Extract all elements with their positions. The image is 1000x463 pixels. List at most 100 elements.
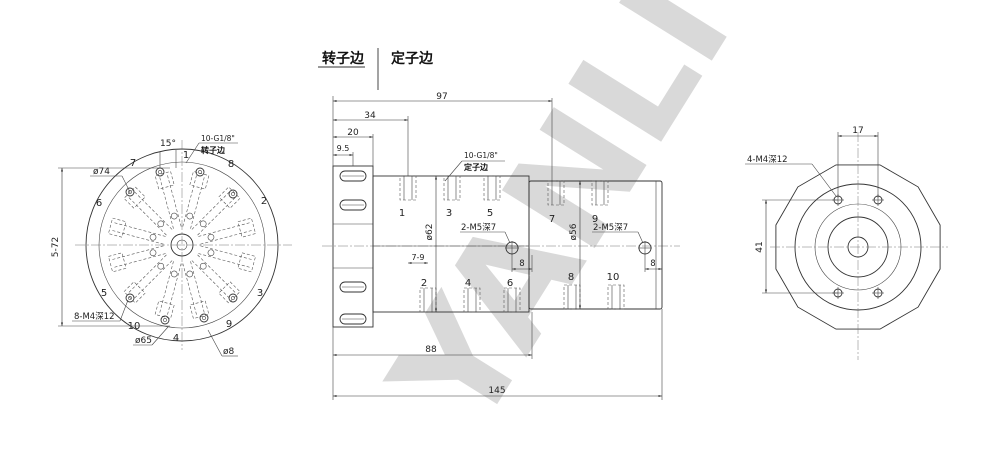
port-channel-edge xyxy=(200,229,253,245)
dim-88: 88 xyxy=(425,345,437,355)
bolt-hole-core xyxy=(231,296,235,300)
port-number-label: 9 xyxy=(226,319,232,330)
port-number-label: 5 xyxy=(101,288,107,299)
port-inner-hole xyxy=(157,262,165,270)
port-fitting-outline xyxy=(237,252,256,273)
port-number-label: 10 xyxy=(607,272,620,283)
port-inner-hole xyxy=(149,233,157,241)
port-number-label: 8 xyxy=(228,159,234,170)
mid-port-note: 10-G1/8" xyxy=(464,151,498,160)
bolt-hole-core xyxy=(158,170,162,174)
stator-side-label: 定子边 xyxy=(391,50,434,67)
port-number-label: 5 xyxy=(487,208,493,219)
port-channel-edge xyxy=(198,253,251,268)
port-inner-hole xyxy=(199,220,207,228)
port-fitting-outline xyxy=(108,252,127,273)
port-number-label: 2 xyxy=(421,278,427,289)
port-note-side: 转子边 xyxy=(201,145,226,155)
dim-145: 145 xyxy=(488,386,505,396)
port-number-label: 6 xyxy=(507,278,513,289)
port-fitting xyxy=(607,284,625,310)
port-channel-edge xyxy=(166,263,182,316)
port-channel-edge xyxy=(197,196,236,236)
port-channel-edge xyxy=(190,261,205,314)
height-dim-label: 5-72 xyxy=(51,237,61,257)
port-fitting-outline xyxy=(108,217,127,238)
m5a-leader xyxy=(504,231,511,244)
port-inner-hole xyxy=(186,270,194,278)
port-inner-hole xyxy=(170,212,178,220)
port-channel-edge xyxy=(200,245,253,261)
screw-label: 8-M4深12 xyxy=(74,312,115,322)
mid-port-note-side: 定子边 xyxy=(463,162,489,172)
dim-8b: 8 xyxy=(650,259,655,269)
dim-97: 97 xyxy=(436,92,447,102)
bolt-hole xyxy=(195,167,205,177)
port-fitting-outline xyxy=(189,171,210,190)
dim-20: 20 xyxy=(347,128,359,138)
dia65-label: ø65 xyxy=(135,336,152,346)
bolt-hole xyxy=(228,293,238,303)
flange-slot xyxy=(339,281,367,293)
radial-port xyxy=(198,217,256,245)
port-inner-hole xyxy=(149,249,157,257)
dim-34: 34 xyxy=(364,111,376,121)
dia62-label: ø62 xyxy=(425,224,435,241)
dia74-leader xyxy=(121,175,131,193)
flange-slot xyxy=(339,313,367,325)
bolt-hole-core xyxy=(128,296,132,300)
m5b-label: 2-M5深7 xyxy=(593,223,628,233)
dia8-label: ø8 xyxy=(223,347,235,357)
port-inner-hole xyxy=(170,270,178,278)
port-number-label: 6 xyxy=(96,198,102,209)
screw-leader xyxy=(119,299,129,322)
bolt-hole-core xyxy=(231,192,235,196)
bolt-hole-core xyxy=(128,190,132,194)
dim-17: 17 xyxy=(852,126,863,136)
port-channel-edge xyxy=(113,222,166,237)
bolt-hole-core xyxy=(202,316,206,320)
radial-port xyxy=(108,245,166,273)
dim-9-5: 9.5 xyxy=(337,144,350,153)
flange-slots xyxy=(339,170,367,325)
port-channel-edge xyxy=(159,261,174,314)
port-note: 10-G1/8" xyxy=(201,134,235,143)
bolt-hole xyxy=(199,313,209,323)
port-number-label: 4 xyxy=(173,333,179,344)
radial-port xyxy=(154,171,182,229)
m5a-label: 2-M5深7 xyxy=(461,223,496,233)
radial-port xyxy=(198,245,256,273)
m4-label: 4-M4深12 xyxy=(747,155,788,165)
port-number-label: 1 xyxy=(183,150,189,161)
port-channel-edge xyxy=(113,253,166,268)
port-number-label: 8 xyxy=(568,272,574,283)
port-fitting xyxy=(483,175,501,201)
port-inner-hole xyxy=(186,212,194,220)
port-channel-edge xyxy=(111,245,164,261)
port-channel-edge xyxy=(191,191,231,230)
port-channel-edge xyxy=(128,196,167,236)
port-channel-edge xyxy=(133,260,173,299)
bolt-hole-core xyxy=(198,170,202,174)
bolt-hole xyxy=(125,187,135,197)
dia74-label: ø74 xyxy=(93,167,110,177)
port-number-label: 7 xyxy=(549,214,555,225)
bolt-holes xyxy=(125,167,238,325)
dim-8a: 8 xyxy=(519,259,524,269)
port-channel-edge xyxy=(111,229,164,245)
port-number-label: 4 xyxy=(465,278,471,289)
port-fitting-outline xyxy=(123,186,146,209)
dia8-leader xyxy=(207,329,223,357)
port-number-label: 2 xyxy=(261,196,267,207)
dim-7-9: 7-9 xyxy=(411,253,424,262)
port-pattern xyxy=(108,171,256,319)
bolt-hole xyxy=(125,293,135,303)
port-number-label: 1 xyxy=(399,208,405,219)
port-channel-edge xyxy=(128,254,167,294)
port-channel-edge xyxy=(133,191,173,230)
radial-port xyxy=(123,254,173,304)
port-fitting xyxy=(443,175,461,201)
port-inner-hole xyxy=(207,233,215,241)
port-fitting-outline xyxy=(189,300,210,319)
